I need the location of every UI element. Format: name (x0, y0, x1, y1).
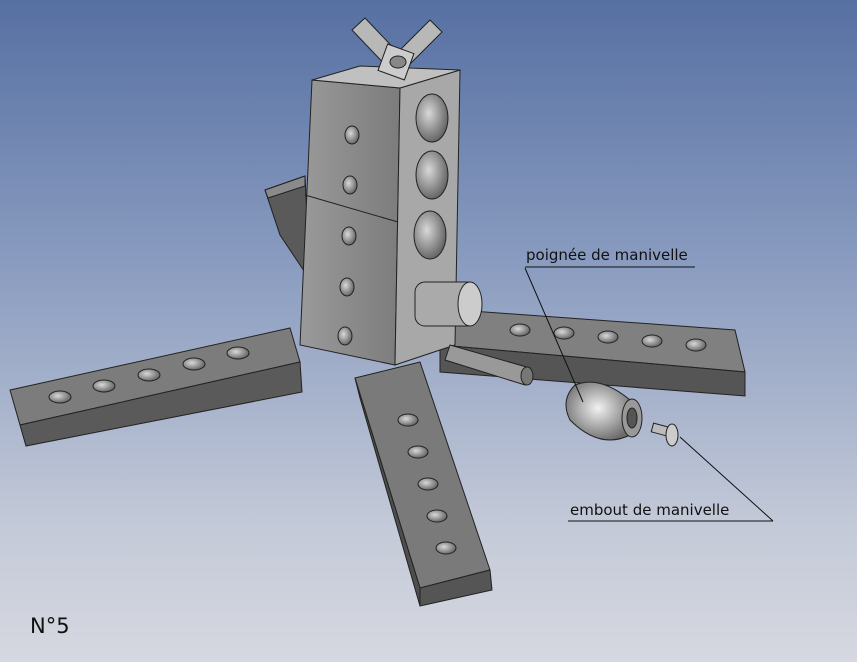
callout-crank-tip: embout de manivelle (570, 501, 730, 519)
top-cross-bar (351, 17, 443, 81)
left-leg (9, 327, 303, 447)
front-leg (354, 361, 493, 607)
right-leg (429, 307, 746, 397)
crank-assembly (414, 281, 534, 386)
crank-handle (565, 381, 643, 441)
column (299, 65, 461, 366)
figure-number: N°5 (30, 614, 70, 638)
callout-crank-handle: poignée de manivelle (526, 246, 688, 264)
leader-lines (524, 266, 774, 522)
crank-tip (650, 422, 679, 447)
